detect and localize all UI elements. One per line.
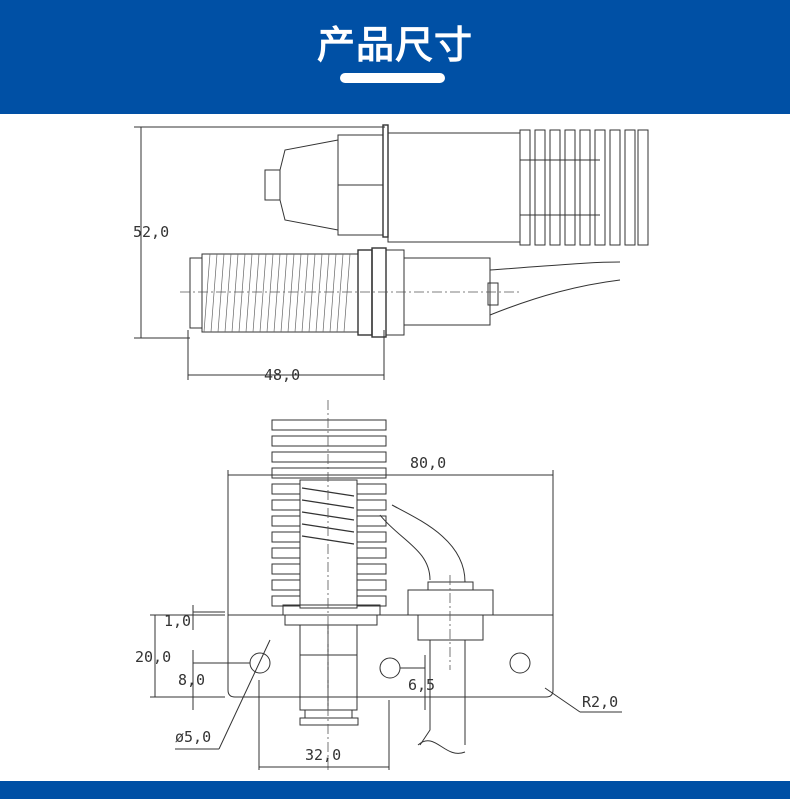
footer-band [0, 781, 790, 799]
hole-center-dimension: 8,0 [178, 671, 205, 689]
height-dimension: 52,0 [133, 223, 169, 241]
plate-height-dimension: 20,0 [135, 648, 171, 666]
cooling-fins-side [519, 129, 649, 246]
header-banner: 产品尺寸 [0, 0, 790, 114]
length-dimension: 48,0 [264, 366, 300, 384]
front-view: 80,0 20,0 1,0 8,0 ø5,0 6,5 32,0 R2,0 [135, 400, 622, 770]
side-view: 52,0 48,0 [133, 124, 649, 384]
spacing-dimension: 32,0 [305, 746, 341, 764]
thickness-dimension: 1,0 [164, 612, 191, 630]
radius-dimension: R2,0 [582, 693, 618, 711]
width-dimension: 80,0 [410, 454, 446, 472]
title-underline [340, 73, 445, 83]
hole-diameter-dimension: ø5,0 [175, 728, 211, 746]
page-title: 产品尺寸 [316, 23, 473, 67]
slot-dimension: 6,5 [408, 676, 435, 694]
